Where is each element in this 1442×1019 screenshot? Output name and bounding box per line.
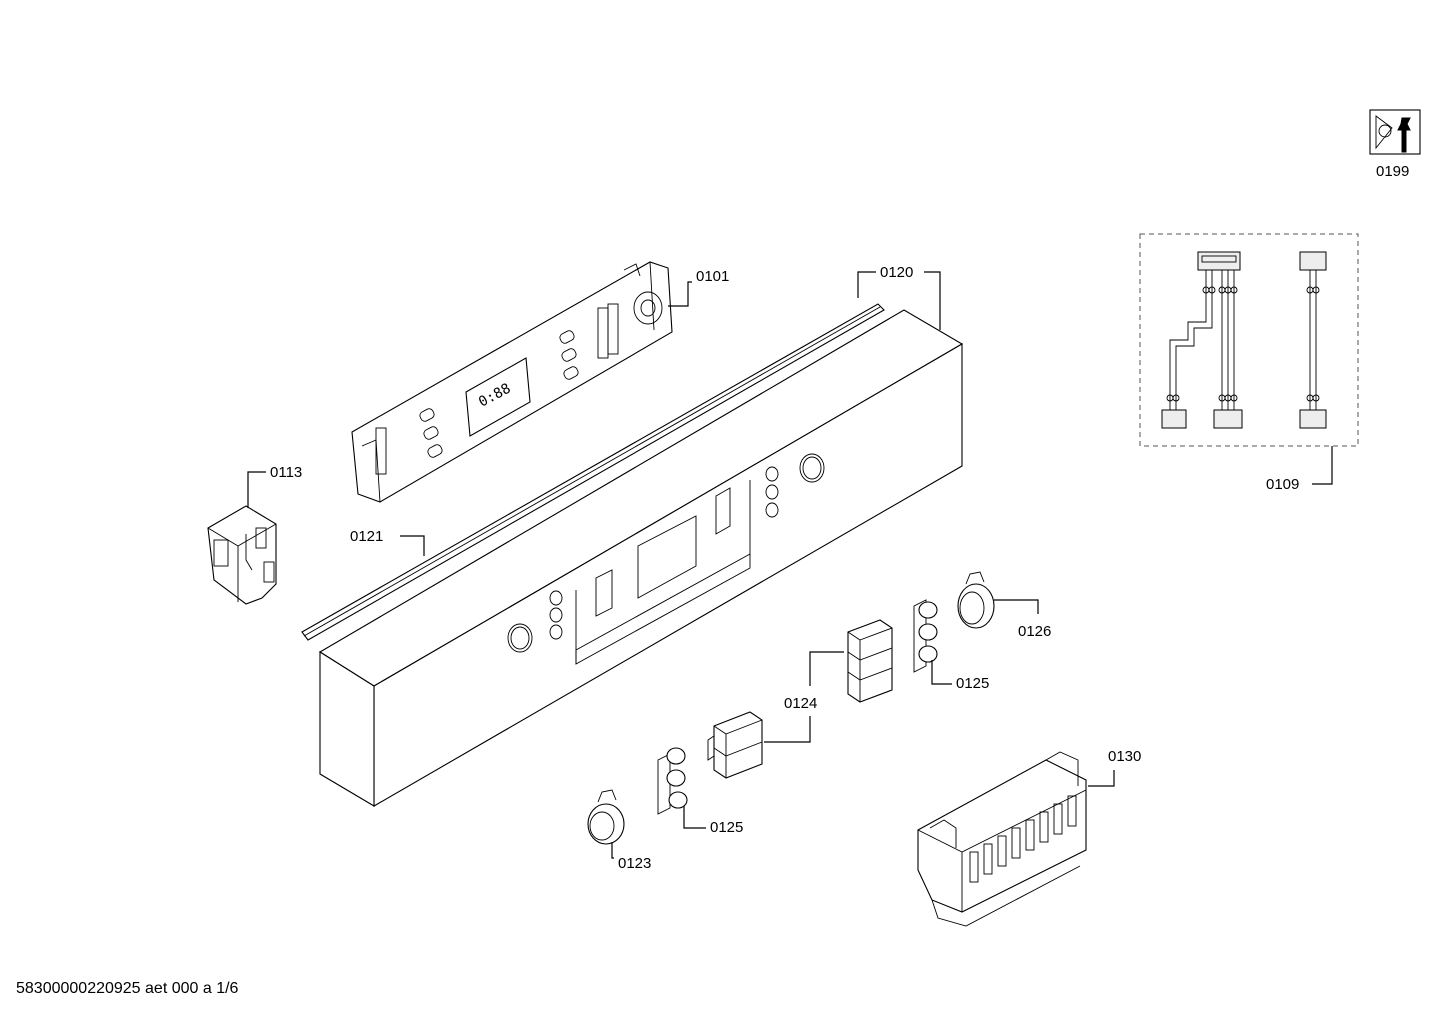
label-0113: 0113 (270, 464, 302, 481)
button-set-upper (913, 599, 938, 673)
label-0199: 0199 (1376, 163, 1409, 180)
service-wrench-icon (1369, 109, 1421, 155)
switch-housing (207, 505, 277, 605)
label-0125-lower: 0125 (710, 819, 743, 836)
knob-lower (587, 789, 625, 845)
fascia-panel (318, 309, 964, 807)
label-0130: 0130 (1108, 748, 1141, 765)
mounting-bracket (917, 751, 1087, 927)
drawing-reference-footer: 58300000220925 aet 000 a 1/6 (16, 980, 239, 997)
label-0123: 0123 (618, 855, 651, 872)
knob-upper (957, 571, 995, 629)
wiring-harness-box (1139, 233, 1359, 447)
label-0124: 0124 (784, 695, 817, 712)
label-0126: 0126 (1018, 623, 1051, 640)
label-0121: 0121 (350, 528, 383, 545)
label-0125-upper: 0125 (956, 675, 989, 692)
trim-strip (301, 303, 885, 641)
switch-block-upper (847, 619, 893, 703)
switch-block-lower (707, 711, 763, 779)
label-0120: 0120 (880, 264, 913, 281)
label-0109: 0109 (1266, 476, 1299, 493)
control-module-pcb: 0:88 (351, 261, 673, 503)
label-0101: 0101 (696, 268, 729, 285)
button-set-lower (657, 747, 688, 815)
